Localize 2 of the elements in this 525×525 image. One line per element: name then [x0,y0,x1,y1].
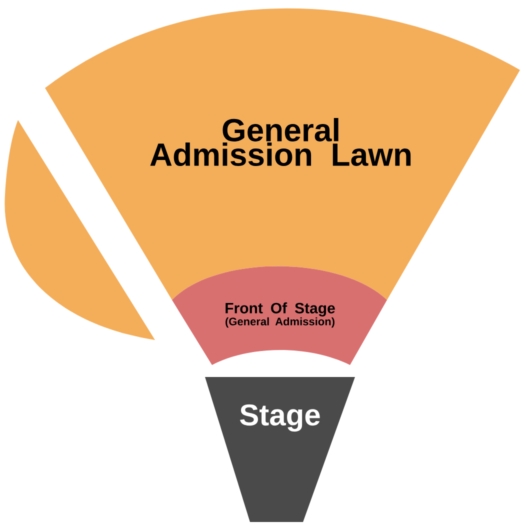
front-of-stage-section: Front Of Stage (General Admission) [172,266,387,365]
stage: Stage [205,377,355,522]
